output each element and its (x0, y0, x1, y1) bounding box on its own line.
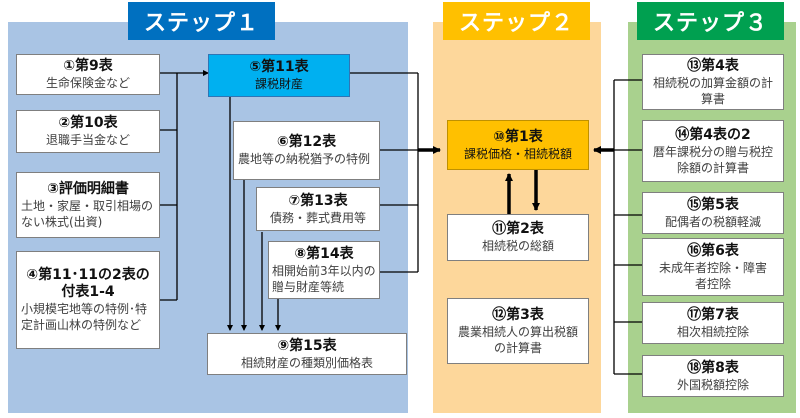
step3-title: ステップ３ (637, 2, 784, 40)
form-box-13-title: ⑦第13表 (288, 192, 348, 209)
form-box-4: ⑬第4表 相続税の加算金額の計算書 (642, 54, 784, 110)
form-box-4-title: ⑬第4表 (687, 57, 739, 74)
appendix-box-desc: 小規模宅地等の特例･特定計画山林の特例など (21, 302, 148, 332)
form-box-4-2-title: ⑭第4表の2 (675, 126, 751, 143)
form-box-7: ⑰第7表 相次相続控除 (642, 302, 784, 344)
appendix-box-title: ④第11･11の2表の付表1-4 (26, 267, 150, 300)
form-box-15-desc: 相続財産の種類別価格表 (240, 355, 373, 370)
form-box-7-desc: 相次相続控除 (676, 324, 749, 339)
form-box-3-title: ⑫第3表 (492, 306, 544, 323)
form-box-3-desc: 農業相続人の算出税額の計算書 (457, 324, 578, 355)
form-box-8-desc: 外国税額控除 (676, 377, 749, 392)
form-box-6-desc: 未成年者控除・障害者控除 (658, 260, 767, 291)
form-box-14: ⑧第14表 相開始前3年以内の贈与財産等続 (268, 241, 380, 299)
form-box-2-desc: 相続税の総額 (481, 239, 554, 253)
form-box-11: ⑤第11表 課税財産 (208, 54, 350, 97)
form-box-13: ⑦第13表 債務・葬式費用等 (256, 187, 380, 231)
form-box-15-title: ⑨第15表 (277, 337, 337, 354)
form-box-15: ⑨第15表 相続財産の種類別価格表 (207, 333, 407, 375)
form-box-6-title: ⑯第6表 (687, 242, 739, 259)
form-box-10-title: ②第10表 (58, 115, 118, 131)
form-box-5: ⑮第5表 配偶者の税額軽減 (642, 192, 784, 234)
form-box-10-desc: 退職手当金など (45, 133, 130, 147)
form-box-9: ①第9表 生命保険金など (16, 54, 160, 95)
form-box-7-title: ⑰第7表 (687, 306, 739, 323)
form-box-10: ②第10表 退職手当金など (16, 110, 160, 153)
form-box-1-title: ⑩第1表 (493, 128, 543, 145)
form-box-9-title: ①第9表 (63, 58, 113, 74)
form-box-5-desc: 配偶者の税額軽減 (664, 214, 761, 229)
appraisal-box-desc: 土地・家屋・取引相場のない株式(出資) (21, 198, 154, 229)
form-box-4-2: ⑭第4表の2 暦年課税分の贈与税控除額の計算書 (642, 120, 784, 182)
form-box-5-title: ⑮第5表 (687, 196, 739, 213)
form-box-14-title: ⑧第14表 (294, 245, 354, 262)
appraisal-box-title: ③評価明細書 (47, 180, 129, 197)
form-box-14-desc: 相開始前3年以内の贈与財産等続 (272, 263, 376, 294)
step2-title: ステップ２ (443, 2, 590, 40)
form-box-6: ⑯第6表 未成年者控除・障害者控除 (642, 238, 784, 296)
form-box-1-desc: 課税価格・相続税額 (463, 146, 572, 161)
form-box-11-title: ⑤第11表 (249, 59, 309, 75)
form-box-13-desc: 債務・葬式費用等 (269, 210, 366, 225)
form-box-1: ⑩第1表 課税価格・相続税額 (447, 120, 589, 170)
form-box-12: ⑥第12表 農地等の納税猶予の特例 (233, 121, 380, 180)
step1-title: ステップ１ (128, 2, 275, 40)
form-box-8-title: ⑱第8表 (687, 359, 739, 376)
form-box-12-desc: 農地等の納税猶予の特例 (238, 152, 371, 166)
form-box-2: ⑪第2表 相続税の総額 (447, 214, 589, 261)
form-box-9-desc: 生命保険金など (45, 76, 130, 90)
appendix-box: ④第11･11の2表の付表1-4 小規模宅地等の特例･特定計画山林の特例など (16, 251, 160, 349)
form-box-3: ⑫第3表 農業相続人の算出税額の計算書 (447, 298, 589, 364)
form-box-11-desc: 課税財産 (254, 77, 303, 91)
form-box-2-title: ⑪第2表 (492, 221, 544, 237)
form-box-4-desc: 相続税の加算金額の計算書 (652, 75, 773, 106)
appraisal-box: ③評価明細書 土地・家屋・取引相場のない株式(出資) (16, 172, 160, 238)
form-box-12-title: ⑥第12表 (276, 134, 337, 150)
form-box-8: ⑱第8表 外国税額控除 (642, 355, 784, 397)
form-box-4-2-desc: 暦年課税分の贈与税控除額の計算書 (652, 144, 773, 175)
